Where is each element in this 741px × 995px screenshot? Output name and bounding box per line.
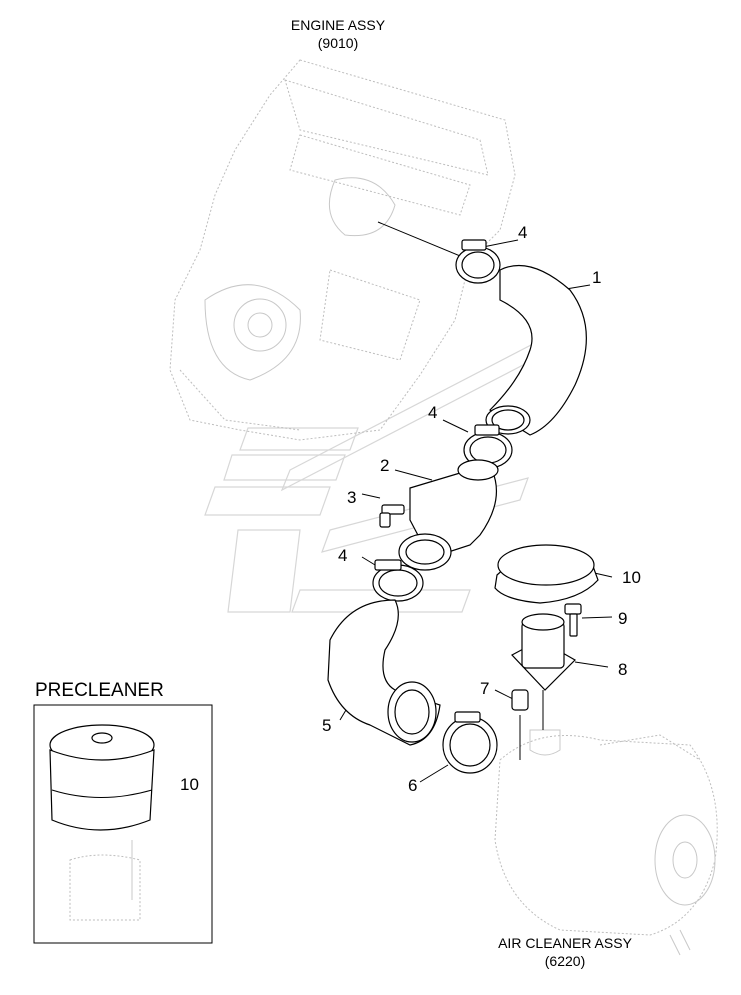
flange-adaptor xyxy=(398,459,499,571)
callout-precleaner-10: 10 xyxy=(180,775,199,794)
callout-9: 9 xyxy=(618,609,628,628)
precleaner-title: PRECLEANER xyxy=(35,680,164,701)
callout-4-top: 4 xyxy=(518,223,528,242)
bolt-washer xyxy=(379,504,405,528)
engine-assy-name: ENGINE ASSY xyxy=(290,17,386,33)
callout-10: 10 xyxy=(622,568,641,587)
callout-1: 1 xyxy=(592,268,602,287)
engine-outline xyxy=(169,59,516,441)
callout-4-lower: 4 xyxy=(338,546,348,565)
callout-6: 6 xyxy=(408,776,418,795)
callout-7: 7 xyxy=(480,679,490,698)
air-cleaner-assy-name: AIR CLEANER ASSY xyxy=(498,935,632,951)
air-cleaner-outline xyxy=(494,729,718,956)
callout-4-middle: 4 xyxy=(428,403,438,422)
hose-clamp-top xyxy=(455,239,501,284)
cap-bolt xyxy=(564,603,582,637)
hose-clamp-bottom xyxy=(442,711,498,774)
precleaner-inset xyxy=(33,704,213,944)
hose-lower xyxy=(327,599,441,746)
callout-2: 2 xyxy=(380,456,390,475)
callout-5: 5 xyxy=(322,716,332,735)
service-indicator xyxy=(511,689,529,711)
rain-cap xyxy=(494,544,599,604)
hose-clamp-lower xyxy=(372,559,424,602)
callout-8: 8 xyxy=(618,660,628,679)
callout-3: 3 xyxy=(347,488,357,507)
engine-assy-code: (9010) xyxy=(317,35,359,51)
hose-upper xyxy=(485,264,587,436)
inlet-tube-flange xyxy=(511,613,576,691)
air-cleaner-assy-code: (6220) xyxy=(544,953,586,969)
